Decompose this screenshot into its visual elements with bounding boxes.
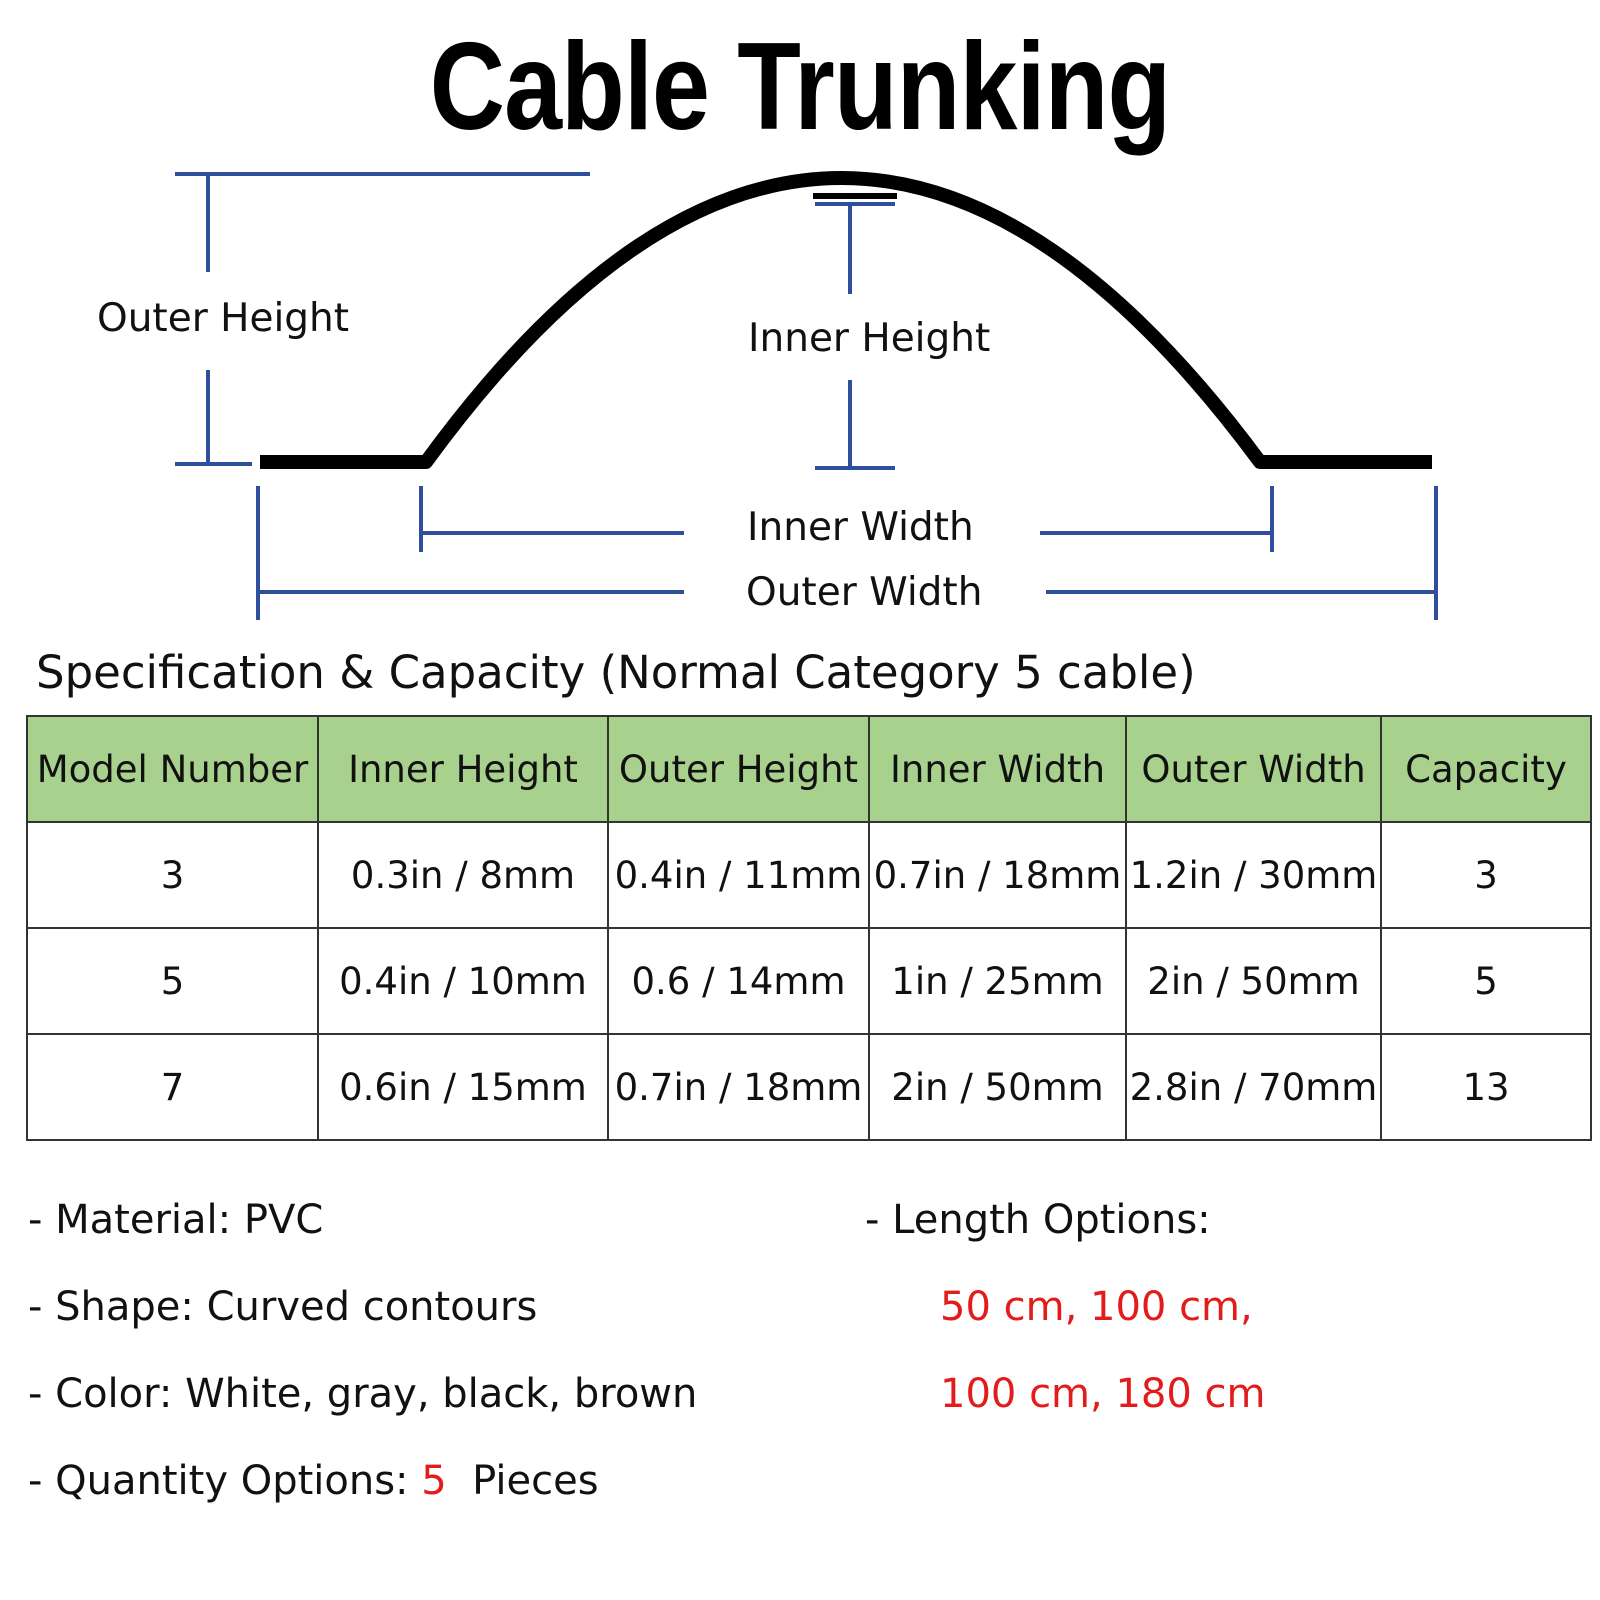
outer-height-bracket (175, 172, 590, 466)
outer-width-label: Outer Width (746, 570, 983, 615)
page-title: Cable Trunking (429, 18, 1171, 156)
cell-outer-width: 2in / 50mm (1125, 927, 1382, 1035)
cell-inner-width: 2in / 50mm (868, 1033, 1127, 1141)
inner-height-label: Inner Height (748, 316, 991, 361)
cell-inner-height: 0.4in / 10mm (317, 927, 609, 1035)
outer-width-bracket (256, 486, 1438, 620)
cell-outer-width: 1.2in / 30mm (1125, 821, 1382, 929)
table-header-row: Model Number Inner Height Outer Height I… (26, 715, 1592, 823)
cell-inner-height: 0.3in / 8mm (317, 821, 609, 929)
cell-inner-width: 0.7in / 18mm (868, 821, 1127, 929)
cell-capacity: 3 (1380, 821, 1592, 929)
outer-height-label: Outer Height (97, 296, 350, 341)
shape-line: - Shape: Curved contours (28, 1284, 538, 1330)
color-line: - Color: White, gray, black, brown (28, 1371, 698, 1417)
cell-outer-height: 0.7in / 18mm (607, 1033, 870, 1141)
quantity-line: - Quantity Options: 5 Pieces (28, 1456, 599, 1506)
cell-outer-width: 2.8in / 70mm (1125, 1033, 1382, 1141)
table-row: 5 0.4in / 10mm 0.6 / 14mm 1in / 25mm 2in… (26, 927, 1592, 1035)
inner-width-label: Inner Width (747, 505, 974, 550)
header-capacity: Capacity (1380, 715, 1592, 823)
trunking-profile-outline (260, 171, 1432, 469)
header-outer-width: Outer Width (1125, 715, 1382, 823)
material-line: - Material: PVC (28, 1197, 324, 1243)
quantity-value: 5 (421, 1458, 447, 1504)
cell-outer-height: 0.6 / 14mm (607, 927, 870, 1035)
quantity-prefix: - Quantity Options: (28, 1458, 422, 1504)
quantity-suffix: Pieces (446, 1458, 599, 1504)
trunking-profile-diagram (175, 171, 1438, 620)
inner-width-bracket (419, 486, 1274, 552)
header-inner-height: Inner Height (317, 715, 609, 823)
header-inner-width: Inner Width (868, 715, 1127, 823)
cell-capacity: 13 (1380, 1033, 1592, 1141)
cell-outer-height: 0.4in / 11mm (607, 821, 870, 929)
header-outer-height: Outer Height (607, 715, 870, 823)
cell-model-number: 3 (26, 821, 319, 929)
length-options-line-2: 100 cm, 180 cm (940, 1371, 1266, 1417)
table-row: 3 0.3in / 8mm 0.4in / 11mm 0.7in / 18mm … (26, 821, 1592, 929)
cell-model-number: 7 (26, 1033, 319, 1141)
cell-capacity: 5 (1380, 927, 1592, 1035)
length-options-line-1: 50 cm, 100 cm, (940, 1284, 1253, 1330)
table-row: 7 0.6in / 15mm 0.7in / 18mm 2in / 50mm 2… (26, 1033, 1592, 1141)
header-model-number: Model Number (26, 715, 319, 823)
length-options-heading: - Length Options: (865, 1197, 1211, 1243)
cell-inner-height: 0.6in / 15mm (317, 1033, 609, 1141)
spec-heading: Specification & Capacity (Normal Categor… (36, 646, 1196, 699)
spec-table: Model Number Inner Height Outer Height I… (26, 715, 1592, 1141)
inner-height-bracket (815, 202, 895, 470)
cell-inner-width: 1in / 25mm (868, 927, 1127, 1035)
cell-model-number: 5 (26, 927, 319, 1035)
